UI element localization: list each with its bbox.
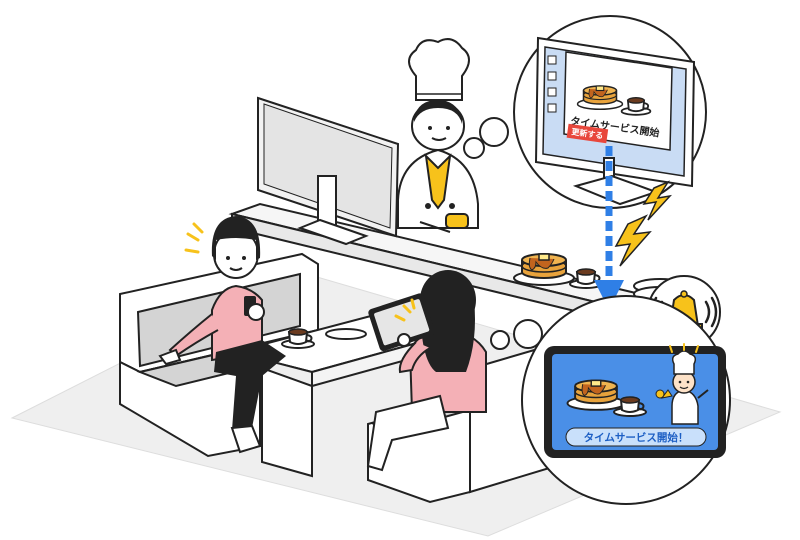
monitor-bubble: タイムサービス開始 更新する [463,15,707,209]
counter-pancake [513,253,575,286]
woman-with-phone [158,216,286,454]
table-saucer [325,328,367,340]
lightning-icon [614,180,673,267]
counter-monitor [257,96,400,246]
monitor-update-label: 更新する [571,126,604,140]
monitor-pancake-icon [576,85,624,110]
chef-icon [655,350,709,425]
tablet-banner-text: タイムサービス開始！ [584,431,689,444]
notification-arrow [594,146,624,310]
tablet-bubble: タイムサービス開始！ [490,295,731,505]
monitor-update-button: 更新する [566,123,609,144]
tablet-banner [565,427,707,447]
tablet-pancake-icon [566,379,626,411]
girl-with-tablet [366,270,487,472]
chef-figure [397,38,479,233]
